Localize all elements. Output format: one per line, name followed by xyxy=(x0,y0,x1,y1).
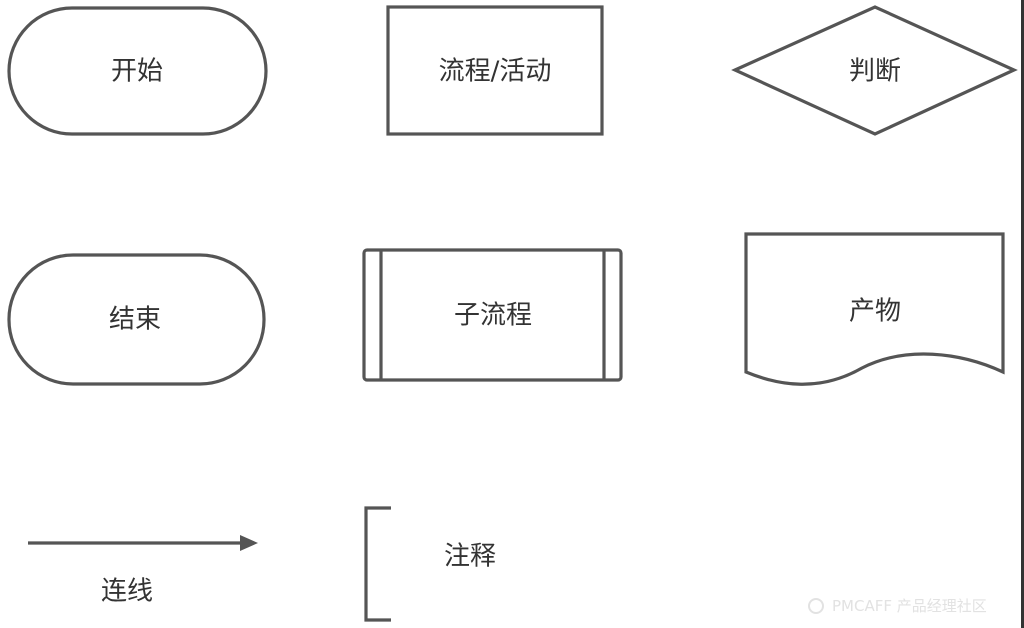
connector-symbol: 连线 xyxy=(28,535,258,607)
subprocess-label: 子流程 xyxy=(454,301,532,331)
start-label: 开始 xyxy=(111,57,163,87)
document-label: 产物 xyxy=(849,297,901,327)
watermark-logo-icon xyxy=(808,598,824,614)
end-label: 结束 xyxy=(109,305,161,335)
end-symbol: 结束 xyxy=(7,253,266,386)
svg-text:PMCAFF 产品经理社区: PMCAFF 产品经理社区 xyxy=(832,597,987,615)
annotation-symbol: 注释 xyxy=(364,506,496,622)
window-edge xyxy=(1021,0,1024,628)
decision-symbol: 判断 xyxy=(731,5,1018,136)
subprocess-symbol: 子流程 xyxy=(362,248,623,382)
document-symbol: 产物 xyxy=(744,232,1005,386)
start-symbol: 开始 xyxy=(7,6,268,136)
connector-label: 连线 xyxy=(101,577,153,607)
watermark: PMCAFF 产品经理社区 xyxy=(808,597,987,615)
annotation-label: 注释 xyxy=(444,542,496,572)
arrowhead-icon xyxy=(240,535,258,551)
decision-label: 判断 xyxy=(849,57,901,87)
process-label: 流程/活动 xyxy=(439,57,552,87)
process-symbol: 流程/活动 xyxy=(386,5,604,136)
